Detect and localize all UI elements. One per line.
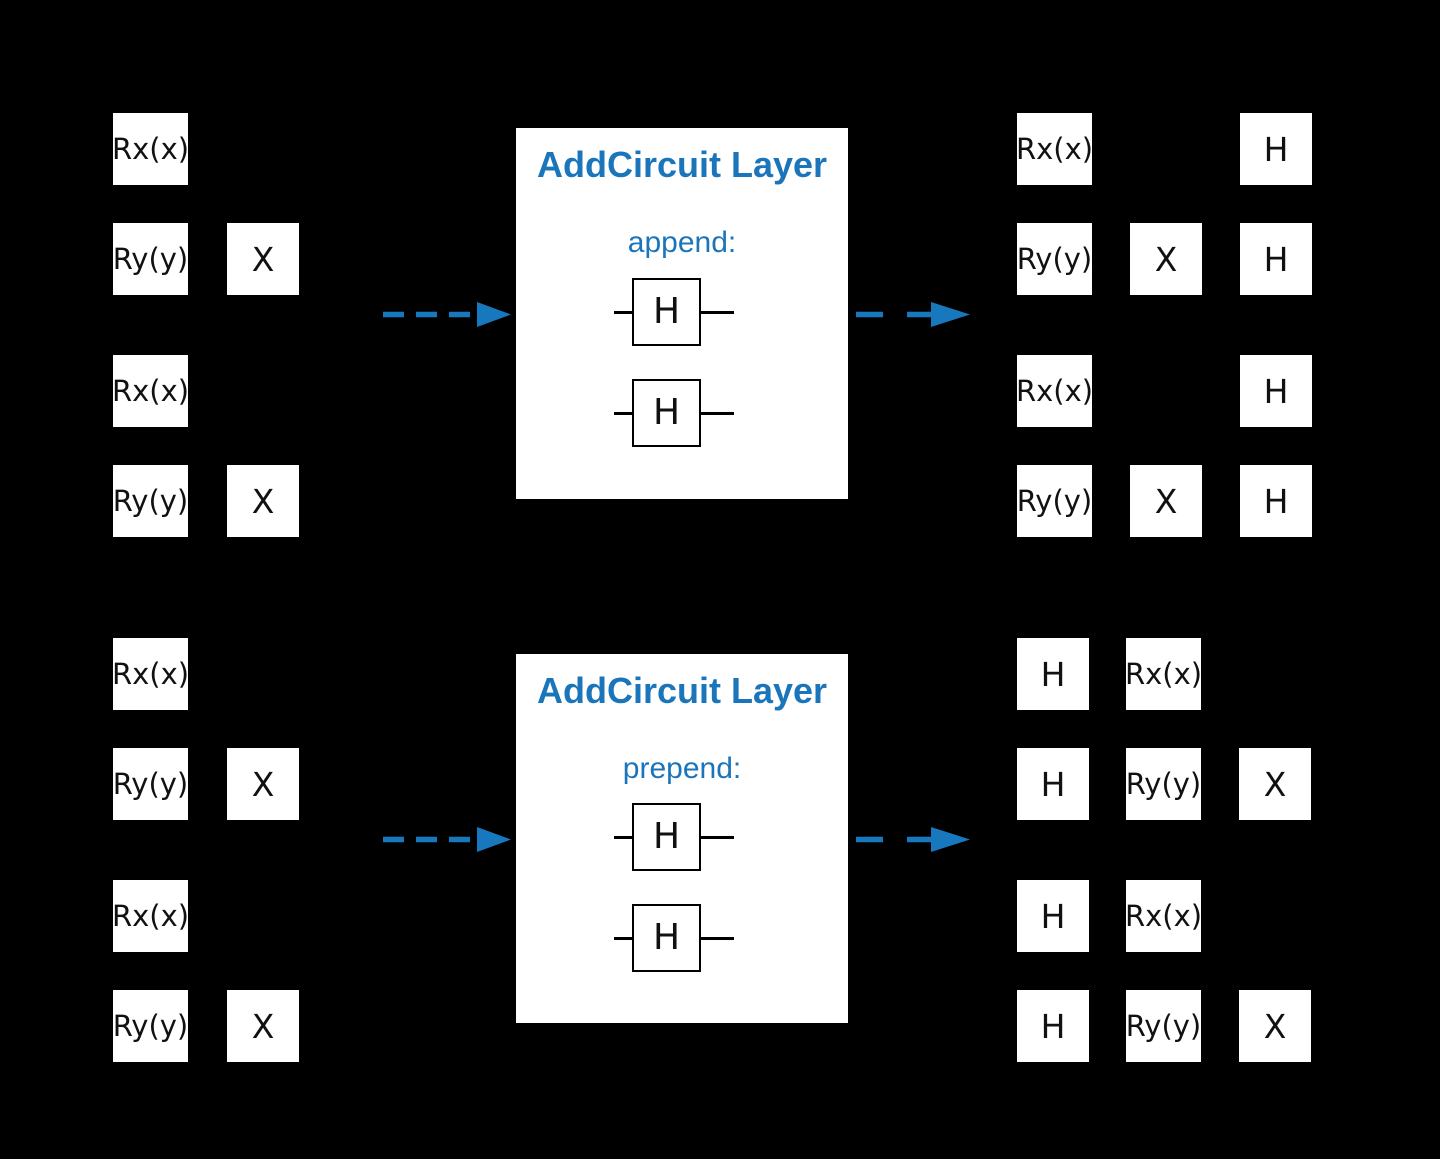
gate-box: Ry(y)	[1017, 223, 1092, 295]
h-gate-widget: H	[614, 379, 734, 447]
circuit-wire	[701, 936, 734, 940]
circuit-wire	[701, 835, 734, 839]
flow-arrow-icon	[383, 827, 511, 852]
gate-box: Rx(x)	[1016, 113, 1093, 185]
gate-box: H	[632, 803, 701, 871]
gate-box: Rx(x)	[112, 113, 189, 185]
gate-box: H	[1240, 465, 1312, 537]
gate-box: Ry(y)	[113, 465, 188, 537]
gate-box: Rx(x)	[1125, 638, 1202, 710]
h-gate-widget: H	[614, 278, 734, 346]
gate-box: H	[1017, 990, 1089, 1062]
gate-box: H	[1240, 355, 1312, 427]
circuit-wire	[701, 411, 734, 415]
addcircuit-panel-append: AddCircuit Layer append: H H	[516, 128, 848, 499]
gate-box: X	[227, 465, 299, 537]
gate-box: Ry(y)	[1126, 748, 1201, 820]
gate-box: X	[1239, 990, 1311, 1062]
flow-arrow-icon	[383, 302, 511, 327]
circuit-wire	[614, 411, 632, 415]
addcircuit-panel-prepend: AddCircuit Layer prepend: H H	[516, 654, 848, 1023]
panel-title: AddCircuit Layer	[536, 670, 828, 711]
panel-operation-label: prepend:	[622, 752, 742, 785]
gate-box: Ry(y)	[113, 990, 188, 1062]
circuit-wire	[701, 310, 734, 314]
gate-box: Ry(y)	[1017, 465, 1092, 537]
gate-box: Ry(y)	[1126, 990, 1201, 1062]
gate-box: X	[1130, 465, 1202, 537]
gate-box: H	[1017, 638, 1089, 710]
gate-box: H	[1240, 113, 1312, 185]
gate-box: X	[227, 223, 299, 295]
h-gate-widget: H	[614, 904, 734, 972]
gate-box: X	[227, 748, 299, 820]
circuit-wire	[614, 835, 632, 839]
h-gate-widget: H	[614, 803, 734, 871]
gate-box: H	[1017, 880, 1089, 952]
flow-arrow-icon	[856, 827, 970, 852]
gate-box: H	[1240, 223, 1312, 295]
circuit-wire	[614, 310, 632, 314]
gate-box: H	[632, 379, 701, 447]
gate-box: Ry(y)	[113, 223, 188, 295]
gate-box: Rx(x)	[112, 880, 189, 952]
gate-box: Rx(x)	[1125, 880, 1202, 952]
gate-box: X	[1239, 748, 1311, 820]
gate-box: H	[632, 904, 701, 972]
gate-box: Rx(x)	[112, 355, 189, 427]
gate-box: Rx(x)	[1016, 355, 1093, 427]
gate-box: Rx(x)	[112, 638, 189, 710]
circuit-wire	[614, 936, 632, 940]
gate-box: H	[1017, 748, 1089, 820]
panel-title: AddCircuit Layer	[536, 144, 828, 185]
flow-arrow-icon	[856, 302, 970, 327]
gate-box: H	[632, 278, 701, 346]
gate-box: X	[1130, 223, 1202, 295]
gate-box: X	[227, 990, 299, 1062]
panel-operation-label: append:	[627, 226, 737, 259]
gate-box: Ry(y)	[113, 748, 188, 820]
